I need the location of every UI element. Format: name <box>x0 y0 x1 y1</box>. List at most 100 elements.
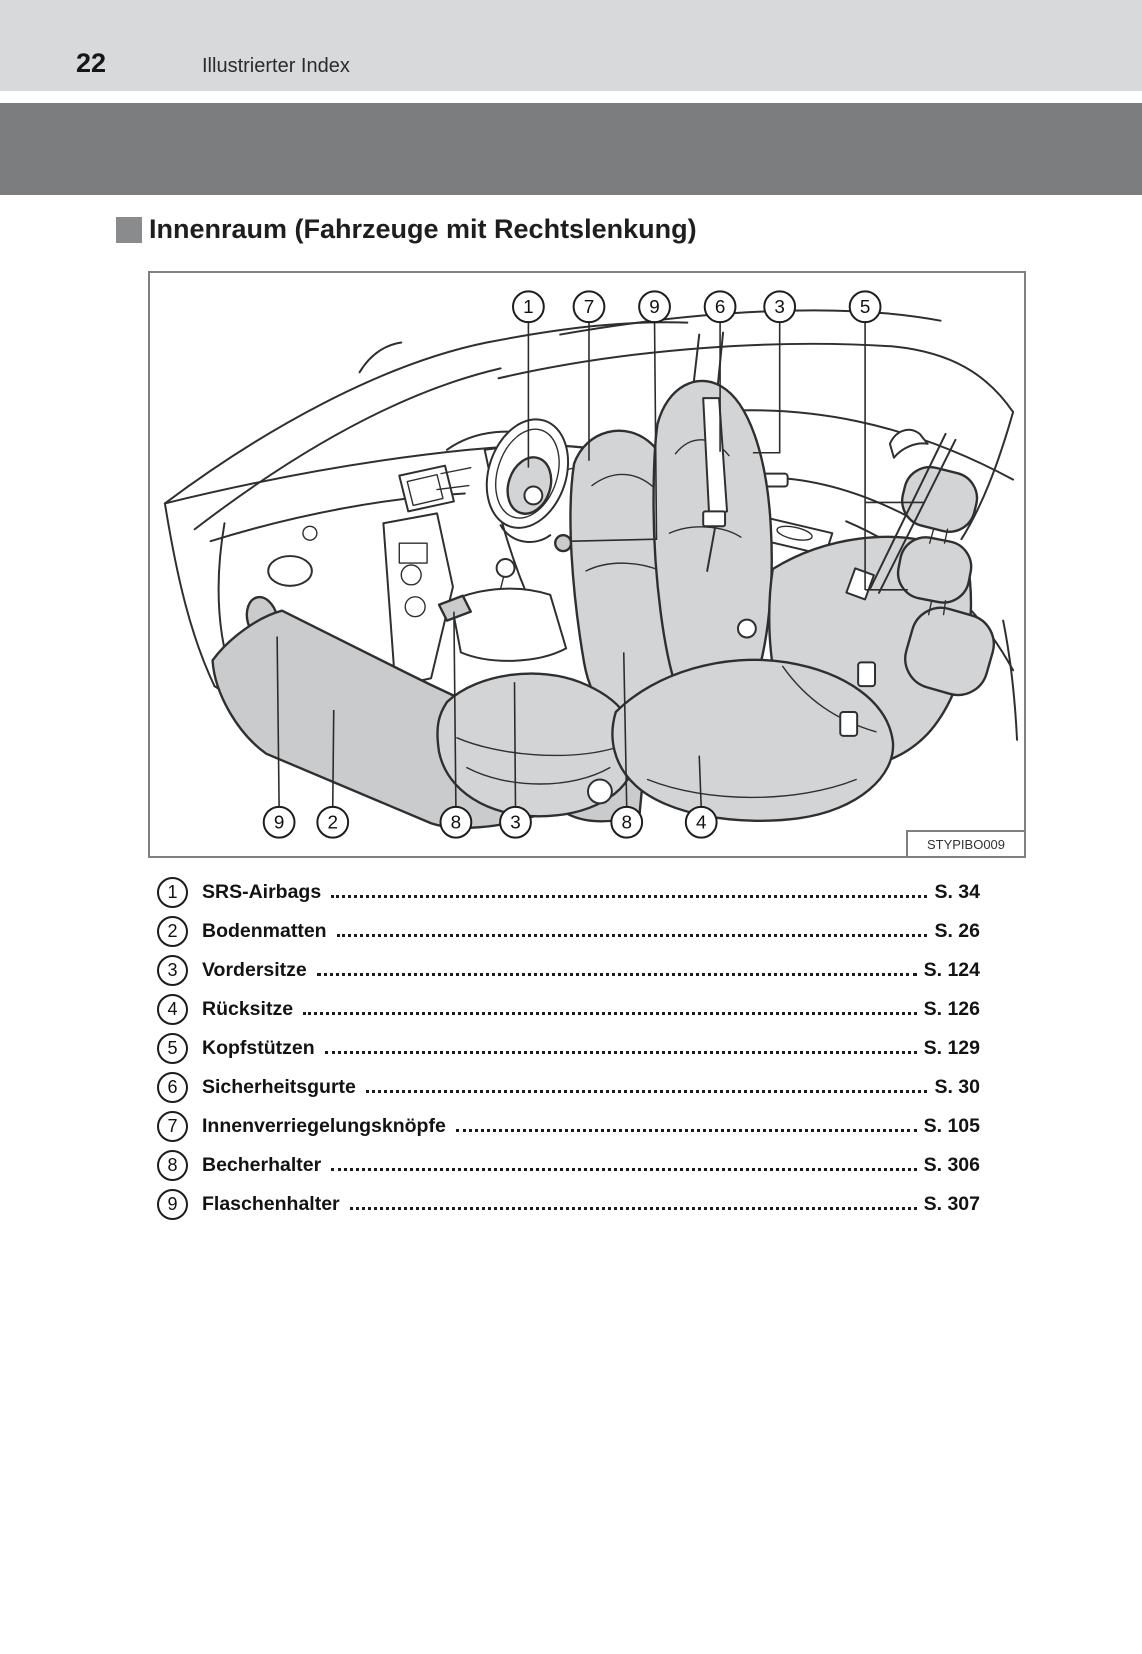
index-row: 7 Innenverriegelungsknöpfe S. 105 <box>157 1107 980 1146</box>
callout-number: 6 <box>715 296 725 317</box>
callout-leader-line <box>331 709 335 808</box>
callout-circle <box>499 805 532 839</box>
driver-seat <box>652 379 773 726</box>
index-page-ref: S. 126 <box>923 998 980 1020</box>
index-row: 5 Kopfstützen S. 129 <box>157 1029 980 1068</box>
index-number-badge: 4 <box>157 994 188 1025</box>
section-title: Innenraum (Fahrzeuge mit Rechtslenkung) <box>149 214 697 244</box>
callout-circle <box>763 290 797 324</box>
index-page-ref: S. 30 <box>934 1076 980 1098</box>
callout-number: 7 <box>584 296 595 317</box>
index-row: 3 Vordersitze S. 124 <box>157 951 980 990</box>
callout-leader-line <box>698 755 703 808</box>
callout-leader-line <box>453 611 457 808</box>
index-number-badge: 1 <box>157 877 188 908</box>
callout-number: 2 <box>327 812 338 833</box>
center-display <box>398 464 455 513</box>
callout-number: 3 <box>774 296 785 317</box>
callout-circle <box>610 805 644 839</box>
index-list: 1 SRS-Airbags S. 34 2 Bodenmatten S. 26 … <box>157 873 980 1224</box>
index-label: Kopfstützen <box>202 1037 315 1059</box>
index-label: Becherhalter <box>202 1154 322 1176</box>
bottle-holder-console <box>554 534 573 553</box>
dot-leader <box>316 957 917 976</box>
callout-leader-line <box>513 682 517 808</box>
figure-callouts: 1 7 9 6 3 5 9 2 8 3 8 4 <box>262 290 925 839</box>
index-row: 2 Bodenmatten S. 26 <box>157 912 980 951</box>
index-label: Bodenmatten <box>202 920 327 942</box>
index-row: 8 Becherhalter S. 306 <box>157 1146 980 1185</box>
callout-circle <box>316 805 350 839</box>
index-page-ref: S. 34 <box>934 881 980 903</box>
seatbelt-buckle <box>702 510 727 528</box>
callout-number: 4 <box>696 812 707 833</box>
page-number: 22 <box>76 48 107 78</box>
callout-circle <box>572 290 606 324</box>
index-page-ref: S. 129 <box>923 1037 980 1059</box>
index-row: 9 Flaschenhalter S. 307 <box>157 1185 980 1224</box>
dot-leader <box>365 1074 928 1093</box>
callout-circle <box>684 805 718 839</box>
steering-wheel <box>485 418 570 543</box>
index-row: 6 Sicherheitsgurte S. 30 <box>157 1068 980 1107</box>
index-label: Vordersitze <box>202 959 307 981</box>
callout-number: 9 <box>649 296 660 317</box>
dot-leader <box>349 1191 917 1210</box>
section-heading: Innenraum (Fahrzeuge mit Rechtslenkung) <box>116 216 697 243</box>
index-label: Sicherheitsgurte <box>202 1076 356 1098</box>
cup-holder-front <box>437 594 472 622</box>
callout-number: 3 <box>510 812 521 833</box>
cabin-outline <box>163 309 1019 741</box>
dot-leader <box>331 879 928 898</box>
index-label: Innenverriegelungsknöpfe <box>202 1115 446 1137</box>
callout-circle <box>638 290 671 324</box>
interior-diagram-svg: 1 7 9 6 3 5 9 2 8 3 8 4 <box>163 290 1019 839</box>
callout-number: 8 <box>621 812 632 833</box>
header-band: 22 Illustrierter Index <box>0 0 1142 91</box>
index-number-badge: 3 <box>157 955 188 986</box>
index-row: 1 SRS-Airbags S. 34 <box>157 873 980 912</box>
seatbelt-strap <box>702 397 729 517</box>
index-number-badge: 5 <box>157 1033 188 1064</box>
index-number-badge: 7 <box>157 1111 188 1142</box>
index-row: 4 Rücksitze S. 126 <box>157 990 980 1029</box>
index-page-ref: S. 105 <box>923 1115 980 1137</box>
index-page-ref: S. 306 <box>923 1154 980 1176</box>
callout-leader-line <box>572 321 658 542</box>
callout-number: 1 <box>523 296 534 317</box>
index-number-badge: 8 <box>157 1150 188 1181</box>
index-label: Flaschenhalter <box>202 1193 340 1215</box>
callout-leader-line <box>622 652 628 808</box>
callout-leader-line <box>752 321 781 454</box>
index-number-badge: 6 <box>157 1072 188 1103</box>
dot-leader <box>324 1035 917 1054</box>
index-label: Rücksitze <box>202 998 294 1020</box>
rear-headrests <box>896 465 995 697</box>
index-page-ref: S. 124 <box>923 959 980 981</box>
callout-number: 9 <box>274 812 285 833</box>
index-number-badge: 2 <box>157 916 188 947</box>
index-number-badge: 9 <box>157 1189 188 1220</box>
chapter-divider-band <box>0 103 1142 195</box>
callout-number: 5 <box>860 296 871 317</box>
callout-circle <box>262 805 296 839</box>
callout-circle <box>512 290 545 324</box>
index-page-ref: S. 26 <box>934 920 980 942</box>
dot-leader <box>336 918 928 937</box>
chapter-title: Illustrierter Index <box>202 55 350 77</box>
callout-circle <box>439 805 473 839</box>
dot-leader <box>331 1152 917 1171</box>
dashboard <box>163 430 611 745</box>
callout-circle <box>703 290 737 324</box>
dot-leader <box>455 1113 917 1132</box>
rear-seatbelt <box>845 428 957 601</box>
callout-leader-line <box>276 636 280 808</box>
callout-number: 8 <box>451 812 462 833</box>
interior-diagram: 1 7 9 6 3 5 9 2 8 3 8 4 STYPIBO009 <box>148 271 1026 858</box>
index-page-ref: S. 307 <box>923 1193 980 1215</box>
index-label: SRS-Airbags <box>202 881 322 903</box>
figure-code-label: STYPIBO009 <box>906 830 1024 856</box>
callout-circle <box>848 290 882 324</box>
section-bullet-icon <box>116 216 142 243</box>
